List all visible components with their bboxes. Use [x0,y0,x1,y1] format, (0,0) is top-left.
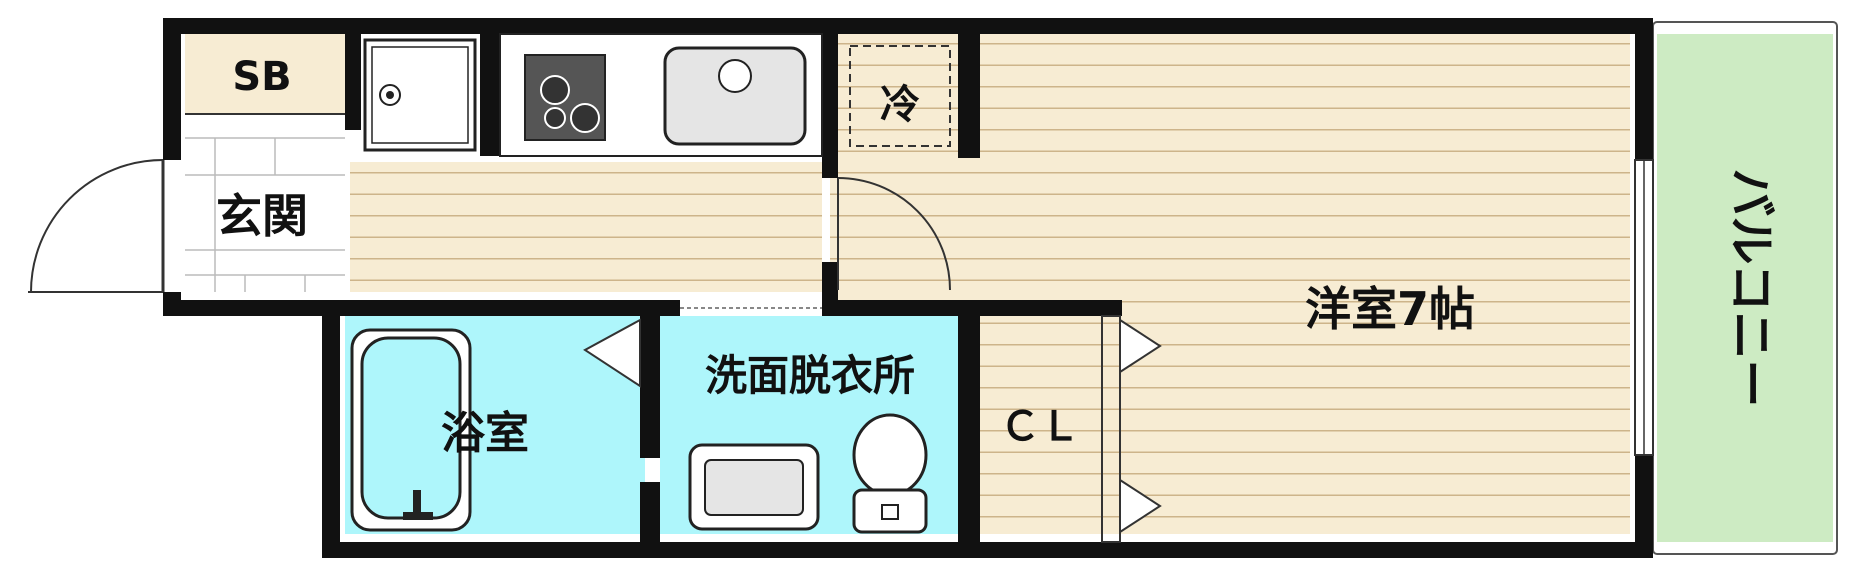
entrance-tiles [185,137,345,292]
walls [163,18,1653,558]
bath-door [583,318,641,388]
kitchen-corridor-floor [350,162,822,292]
room-label-western-room: 洋室7帖 [1305,282,1475,336]
room-label-washroom: 洗面脱衣所 [705,351,915,400]
wash-basin-icon [688,443,820,531]
toilet-icon [852,413,928,534]
closet-doors [1119,318,1162,534]
balcony-window [1634,159,1654,456]
shoebox-floor [185,34,345,114]
balcony-floor [1657,34,1833,542]
bathtub-icon [350,328,472,532]
partitions [185,113,1121,543]
fridge-space-floor [830,34,960,156]
room-label-entrance: 玄関 [216,189,308,243]
entrance-door [28,159,165,293]
fridge-space [849,45,951,147]
sink-icon [663,46,807,146]
washing-machine-pan [363,38,477,152]
room-label-closet: ＣＬ [1000,404,1080,450]
room-label-fridge: 冷 [880,82,920,128]
room-label-bathroom: 浴室 [441,408,529,459]
room-label-shoebox: SB [232,54,291,100]
room-label-balcony: バルコニー [1723,168,1779,407]
room-door [837,177,951,291]
